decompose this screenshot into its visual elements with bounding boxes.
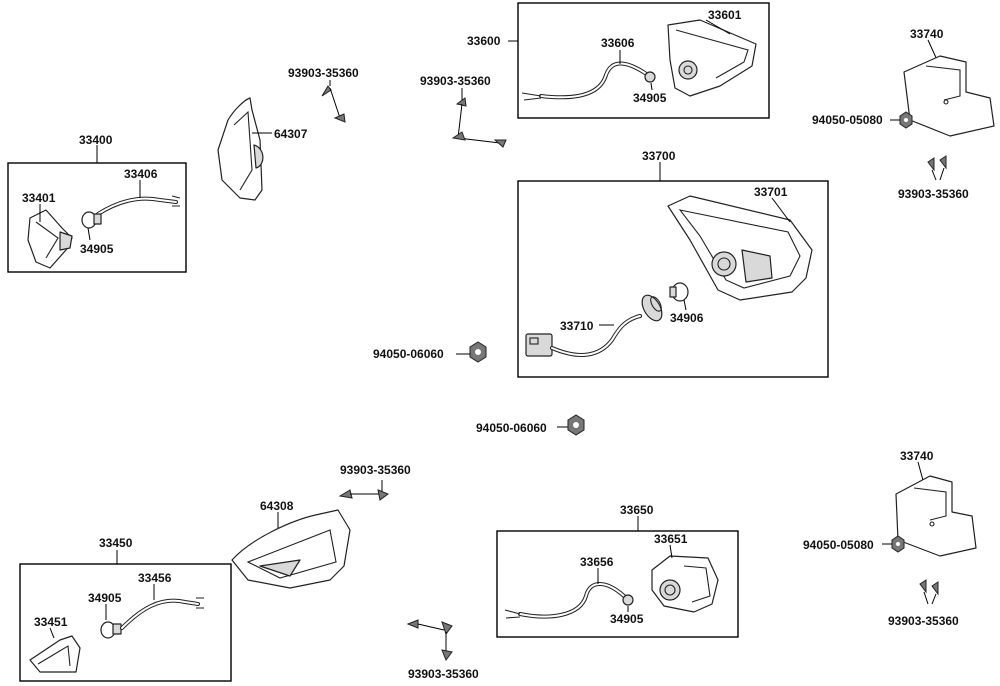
label-64307: 64307 bbox=[274, 127, 308, 141]
screw-set-93903-mid-lower bbox=[338, 480, 390, 501]
bulb-34906 bbox=[669, 282, 689, 302]
lamp-housing-33601 bbox=[667, 19, 757, 97]
label-33600: 33600 bbox=[467, 34, 501, 48]
label-33656: 33656 bbox=[580, 555, 614, 569]
lamp-housing-33651 bbox=[651, 555, 719, 613]
taillight-housing-33701 bbox=[667, 195, 813, 301]
wire-harness-33606 bbox=[521, 61, 656, 101]
wire-harness-33406 bbox=[96, 195, 181, 216]
nut-94050-05080-bottom bbox=[891, 535, 905, 553]
wire-harness-33456 bbox=[120, 597, 204, 630]
cover-64307 bbox=[217, 97, 264, 201]
screw-set-93903-top-mid bbox=[451, 88, 507, 148]
label-33650: 33650 bbox=[620, 503, 654, 517]
assembly-33400: 33400 33401 33406 34905 bbox=[7, 133, 187, 273]
nut-94050-06060-b bbox=[567, 414, 585, 436]
screw-set-93903-right-top bbox=[927, 155, 947, 181]
wire-harness-33656 bbox=[504, 582, 634, 619]
label-93903-top-mid: 93903-35360 bbox=[420, 74, 491, 88]
license-bracket-33740-bottom bbox=[895, 475, 977, 557]
label-33700: 33700 bbox=[642, 149, 676, 163]
label-93903-top-left: 93903-35360 bbox=[288, 66, 359, 80]
label-34906: 34906 bbox=[670, 311, 704, 325]
label-33456: 33456 bbox=[138, 571, 172, 585]
label-93903-right-bottom: 93903-35360 bbox=[888, 614, 959, 628]
label-33701: 33701 bbox=[754, 185, 788, 199]
label-34905-c: 34905 bbox=[88, 591, 122, 605]
label-64308: 64308 bbox=[260, 499, 294, 513]
label-94050-05080-bottom: 94050-05080 bbox=[803, 538, 874, 552]
bulb-34905-c bbox=[100, 621, 122, 639]
nut-94050-05080-top bbox=[899, 111, 913, 129]
label-33401: 33401 bbox=[22, 191, 56, 205]
screw-set-93903-right-bottom bbox=[919, 579, 939, 605]
label-33451: 33451 bbox=[34, 615, 68, 629]
assembly-33740-bottom: 33740 94050-05080 93903-35360 bbox=[803, 449, 977, 628]
label-94050-06060-b: 94050-06060 bbox=[476, 421, 547, 435]
label-93903-bottom: 93903-35360 bbox=[408, 667, 479, 681]
group-box-33600 bbox=[517, 2, 770, 119]
socket-harness-33710 bbox=[525, 294, 663, 357]
label-34905-a: 34905 bbox=[633, 91, 667, 105]
label-94050-06060-a: 94050-06060 bbox=[373, 347, 444, 361]
label-34905-d: 34905 bbox=[610, 612, 644, 626]
nut-94050-06060-a bbox=[469, 341, 487, 363]
label-93903-mid-lower: 93903-35360 bbox=[340, 463, 411, 477]
screw-set-93903-bottom bbox=[406, 619, 453, 662]
label-34905-b: 34905 bbox=[80, 242, 114, 256]
group-box-33450 bbox=[19, 563, 232, 682]
label-33740-bottom: 33740 bbox=[900, 449, 934, 463]
screw-set-93903-top-left bbox=[321, 80, 346, 123]
label-33450: 33450 bbox=[99, 536, 133, 550]
group-box-33650 bbox=[496, 530, 739, 638]
label-33710: 33710 bbox=[560, 319, 594, 333]
cover-64308 bbox=[231, 509, 351, 589]
turn-signal-lens-33401 bbox=[27, 209, 73, 269]
assembly-33450: 33450 33451 34905 33456 bbox=[19, 536, 232, 682]
assembly-33650: 33650 33651 33656 34905 bbox=[496, 503, 739, 638]
label-33601: 33601 bbox=[708, 8, 742, 22]
label-33406: 33406 bbox=[124, 167, 158, 181]
assembly-33740-top: 33740 94050-05080 93903-35360 bbox=[812, 27, 995, 201]
label-33740-top: 33740 bbox=[910, 27, 944, 41]
assembly-33700: 33700 33701 33710 34906 bbox=[517, 149, 829, 378]
label-33651: 33651 bbox=[654, 532, 688, 546]
label-93903-right-top: 93903-35360 bbox=[898, 187, 969, 201]
license-bracket-33740-top bbox=[903, 55, 995, 137]
assembly-33600: 33600 33601 33606 34905 bbox=[467, 2, 770, 119]
turn-signal-lens-33451 bbox=[29, 635, 81, 673]
bulb-34905-b bbox=[81, 211, 102, 229]
group-box-33400 bbox=[7, 162, 187, 273]
label-94050-05080-top: 94050-05080 bbox=[812, 113, 883, 127]
group-box-33700 bbox=[517, 180, 829, 378]
label-33400: 33400 bbox=[79, 133, 113, 147]
label-33606: 33606 bbox=[601, 36, 635, 50]
